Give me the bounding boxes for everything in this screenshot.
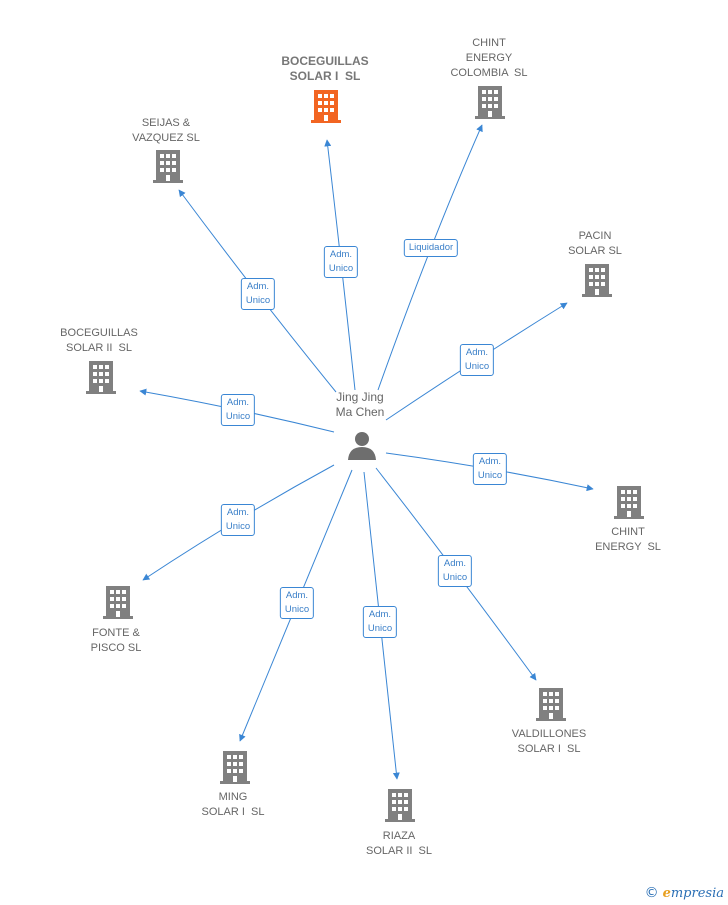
role-label-ming: Adm. Unico	[279, 587, 315, 619]
company-label-seijas[interactable]: SEIJAS & VAZQUEZ SL	[132, 117, 200, 144]
role-label-valdillones: Adm. Unico	[437, 555, 473, 587]
building-icon[interactable]	[103, 586, 133, 619]
brand-name: mpresia	[670, 886, 724, 901]
building-icon[interactable]	[582, 264, 612, 297]
brand-initial: e	[662, 886, 671, 901]
role-label-boceguillas1: Adm. Unico	[323, 246, 359, 278]
company-label-riaza[interactable]: RIAZA SOLAR II SL	[365, 830, 433, 857]
company-label-fonte[interactable]: FONTE & PISCO SL	[90, 627, 142, 654]
person-icon[interactable]	[348, 432, 376, 460]
building-icon[interactable]	[385, 789, 415, 822]
company-label-pacin[interactable]: PACIN SOLAR SL	[568, 230, 622, 257]
company-label-boceguillas1[interactable]: BOCEGUILLAS SOLAR I SL	[281, 54, 369, 83]
copyright-icon: ©	[644, 885, 659, 901]
building-icon[interactable]	[153, 150, 183, 183]
role-label-chint_col: Liquidador	[403, 239, 459, 257]
building-icon[interactable]	[536, 688, 566, 721]
company-label-chint_col[interactable]: CHINT ENERGY COLOMBIA SL	[450, 37, 528, 79]
role-label-riaza: Adm. Unico	[362, 606, 398, 638]
role-label-pacin: Adm. Unico	[459, 344, 495, 376]
building-icon[interactable]	[475, 86, 505, 119]
role-label-boceguillas2: Adm. Unico	[220, 394, 256, 426]
role-label-chint: Adm. Unico	[472, 453, 508, 485]
role-label-fonte: Adm. Unico	[220, 504, 256, 536]
person-label[interactable]: Jing Jing Ma Chen	[335, 390, 385, 419]
company-label-chint[interactable]: CHINT ENERGY SL	[595, 526, 661, 553]
building-icon[interactable]	[86, 361, 116, 394]
building-icon[interactable]	[311, 90, 341, 123]
brand-logo: ©empresia	[645, 885, 724, 901]
company-label-valdillones[interactable]: VALDILLONES SOLAR I SL	[511, 728, 587, 755]
company-label-boceguillas2[interactable]: BOCEGUILLAS SOLAR II SL	[60, 327, 138, 354]
company-label-ming[interactable]: MING SOLAR I SL	[201, 791, 265, 818]
icons-layer	[86, 86, 644, 822]
building-icon[interactable]	[614, 486, 644, 519]
building-icon[interactable]	[220, 751, 250, 784]
role-label-seijas: Adm. Unico	[240, 278, 276, 310]
